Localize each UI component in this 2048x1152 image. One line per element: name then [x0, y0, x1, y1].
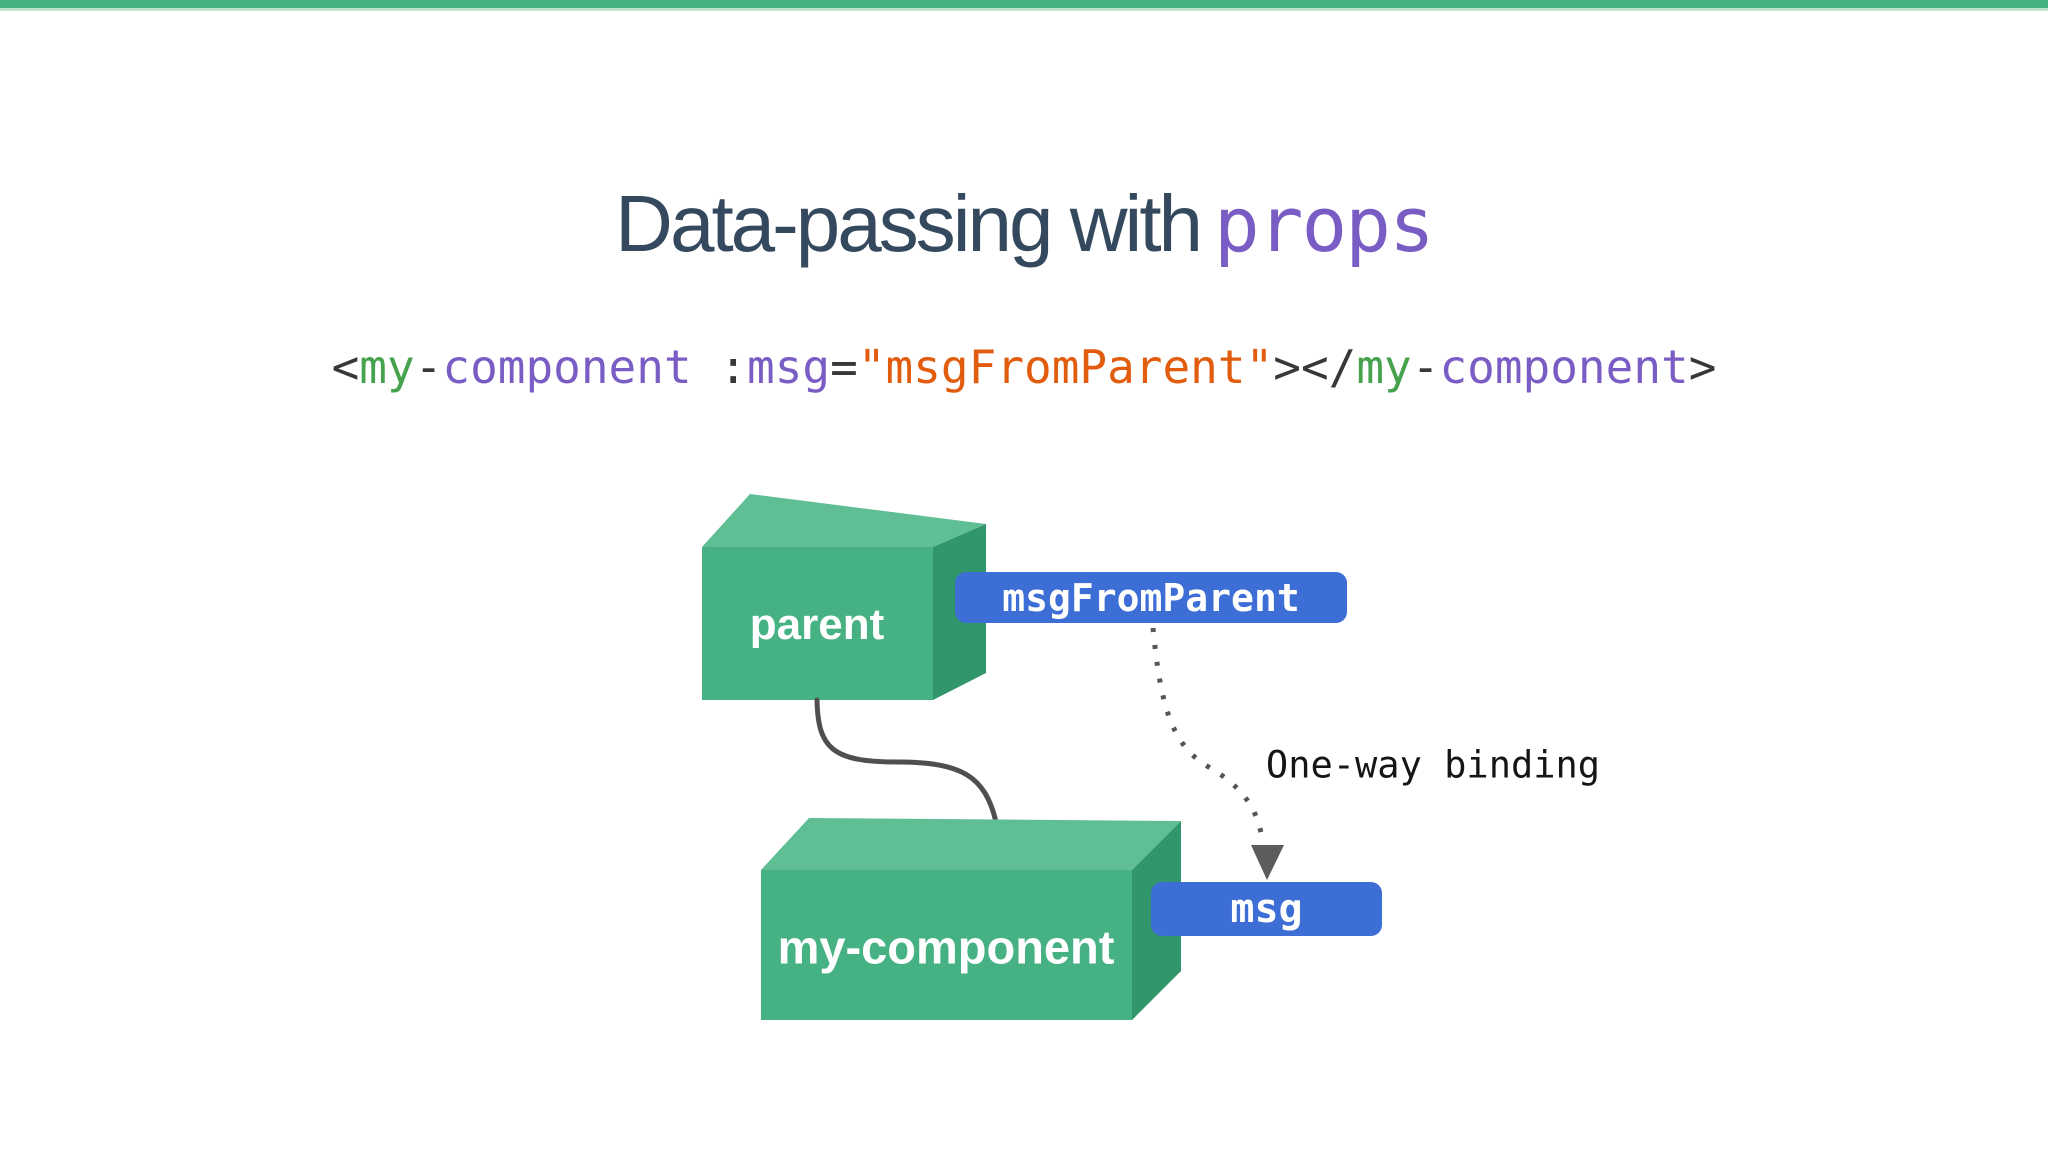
code-token-space: [692, 340, 720, 394]
code-token-tag-component: component: [442, 340, 692, 394]
code-token-close-open: ></: [1273, 340, 1357, 394]
child-box-label: my-component: [777, 920, 1115, 974]
parent-box-top-face: [702, 494, 986, 547]
code-token-end-angle: >: [1688, 340, 1717, 394]
code-token-tag-my-close: my: [1356, 340, 1412, 394]
code-token-colon: :: [719, 340, 748, 394]
top-accent-bar-main: [0, 0, 2048, 8]
one-way-binding-arrowhead: [1251, 845, 1284, 880]
page-title-code-word: props: [1214, 180, 1435, 269]
code-token-attr-msg: msg: [747, 340, 831, 394]
code-token-equals: =: [830, 340, 858, 394]
parent-child-connector-line: [814, 697, 999, 825]
msg-from-parent-pill: msgFromParent: [955, 572, 1347, 623]
code-token-open-angle: <: [331, 340, 360, 394]
top-accent-bar-light: [0, 8, 2048, 11]
code-token-string-value: "msgFromParent": [857, 340, 1274, 394]
parent-box-label: parent: [749, 600, 885, 649]
top-accent-bar: [0, 0, 2048, 11]
page-title-text: Data-passing with: [615, 179, 1203, 268]
code-token-tag-component-close: component: [1439, 340, 1689, 394]
child-box-top-face: [761, 818, 1181, 870]
code-token-hyphen: -: [414, 340, 443, 394]
code-token-hyphen-close: -: [1411, 340, 1440, 394]
code-snippet: <my-component :msg="msgFromParent"></my-…: [0, 338, 2048, 396]
msg-prop-pill: msg: [1151, 882, 1382, 936]
one-way-binding-dotted-arrow-line: [1150, 627, 1266, 844]
one-way-binding-label: One-way binding: [1265, 743, 1601, 787]
code-token-tag-my: my: [359, 340, 415, 394]
